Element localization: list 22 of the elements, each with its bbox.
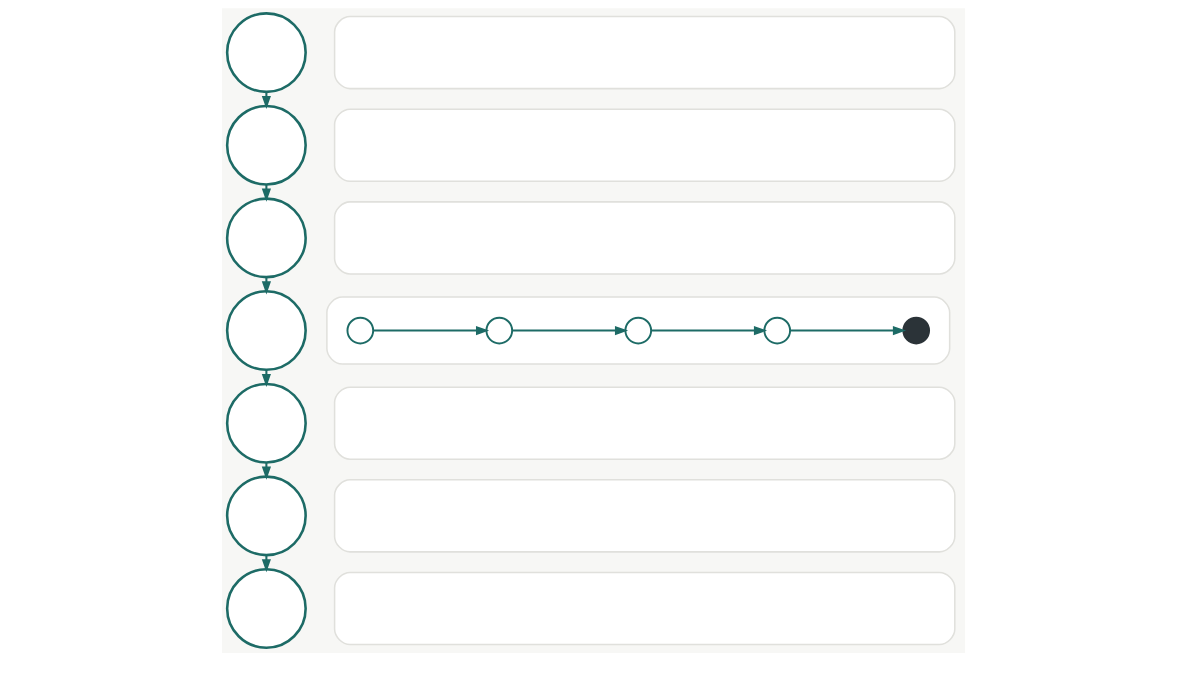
arrow	[511, 325, 628, 336]
node-box	[333, 108, 956, 183]
node-box	[333, 479, 956, 553]
node-circle	[225, 567, 307, 650]
arrow	[372, 325, 489, 336]
node-box	[333, 386, 956, 460]
node-circle	[901, 316, 930, 345]
arrow	[650, 325, 767, 336]
node-circle	[225, 197, 307, 279]
node-circle	[225, 290, 307, 372]
node-box	[333, 15, 956, 90]
node-circle	[484, 316, 513, 345]
node-circle	[623, 316, 652, 345]
node-circle	[225, 12, 307, 94]
arrow	[789, 325, 906, 336]
node-box	[333, 201, 956, 275]
node-circle	[225, 382, 307, 464]
node-box	[333, 571, 956, 646]
node-circle	[225, 475, 307, 557]
node-circle	[225, 104, 307, 186]
node-circle	[762, 316, 791, 345]
node-circle	[346, 316, 374, 345]
